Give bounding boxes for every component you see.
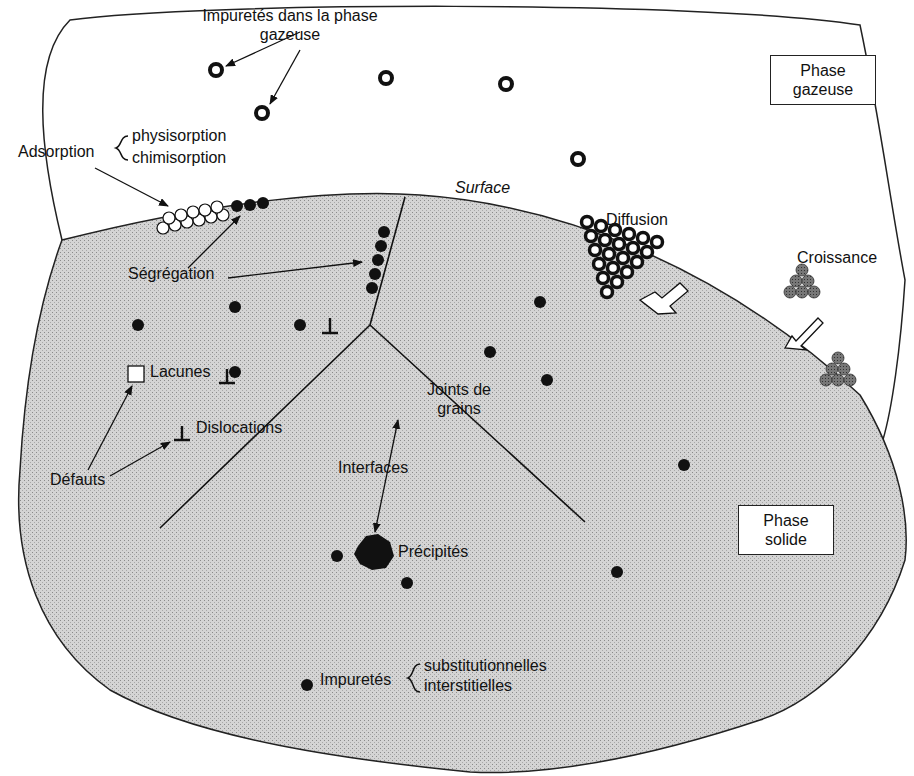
label: Défauts <box>50 470 105 489</box>
box-text: Phase solide <box>747 511 825 549</box>
label: Dislocations <box>196 418 282 437</box>
label: Précipités <box>398 542 468 561</box>
label: Impuretés dans la phase gazeuse <box>200 6 380 44</box>
label: Joints de grains <box>414 380 504 418</box>
label: substitutionnelles <box>424 656 547 675</box>
phase-box: Phase solide <box>738 505 834 555</box>
label: Croissance <box>797 248 877 267</box>
label: Interfaces <box>338 458 408 477</box>
label: Diffusion <box>606 210 668 229</box>
label: Ségrégation <box>128 264 214 283</box>
label: Impuretés <box>320 670 391 689</box>
label: Surface <box>455 178 510 197</box>
label: interstitielles <box>424 676 512 695</box>
phase-box: Phase gazeuse <box>770 55 876 105</box>
label: chimisorption <box>132 148 226 167</box>
box-text: Phase gazeuse <box>779 61 867 99</box>
label: Adsorption <box>18 142 95 161</box>
label: Lacunes <box>150 362 211 381</box>
label: physisorption <box>132 126 226 145</box>
